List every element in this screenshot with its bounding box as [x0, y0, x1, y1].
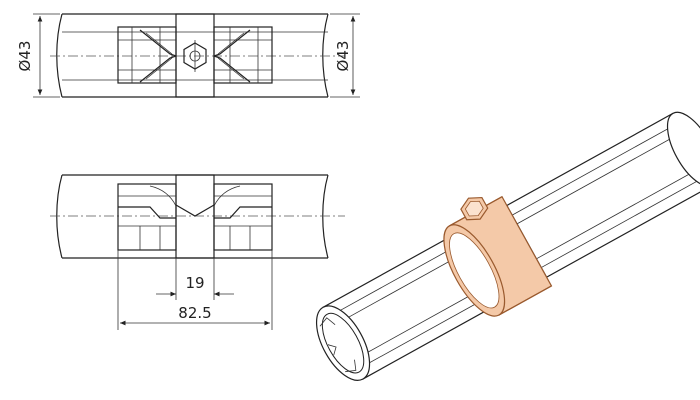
top-view-pipe-outline: [56, 13, 329, 98]
front-view-clamp-wedge: [175, 204, 215, 217]
top-view-left-insert: [117, 26, 177, 84]
front-view-right-insert: [213, 183, 273, 251]
front-view: 19 82.5: [50, 174, 345, 330]
front-view-left-insert: [117, 183, 177, 251]
diameter-label-left: Ø43: [16, 41, 34, 72]
top-view-hex-bolt: [183, 40, 207, 72]
dim-82-5-label: 82.5: [178, 304, 211, 322]
iso-hex-bolt: [460, 196, 489, 221]
iso-right-pipe: [506, 111, 700, 279]
top-view: Ø43 Ø43: [16, 13, 360, 98]
top-view-diameter-dim-left: Ø43: [16, 13, 60, 98]
dim-82-5: 82.5: [117, 250, 273, 330]
isometric-view: [315, 111, 700, 381]
diameter-label-right: Ø43: [334, 41, 352, 72]
front-view-pipe-outline: [56, 174, 329, 259]
iso-clamp-collar: [443, 195, 553, 317]
dim-19-label: 19: [185, 274, 204, 292]
dim-19: 19: [156, 258, 234, 300]
top-view-right-insert: [213, 26, 273, 84]
top-view-diameter-dim-right: Ø43: [330, 13, 360, 98]
